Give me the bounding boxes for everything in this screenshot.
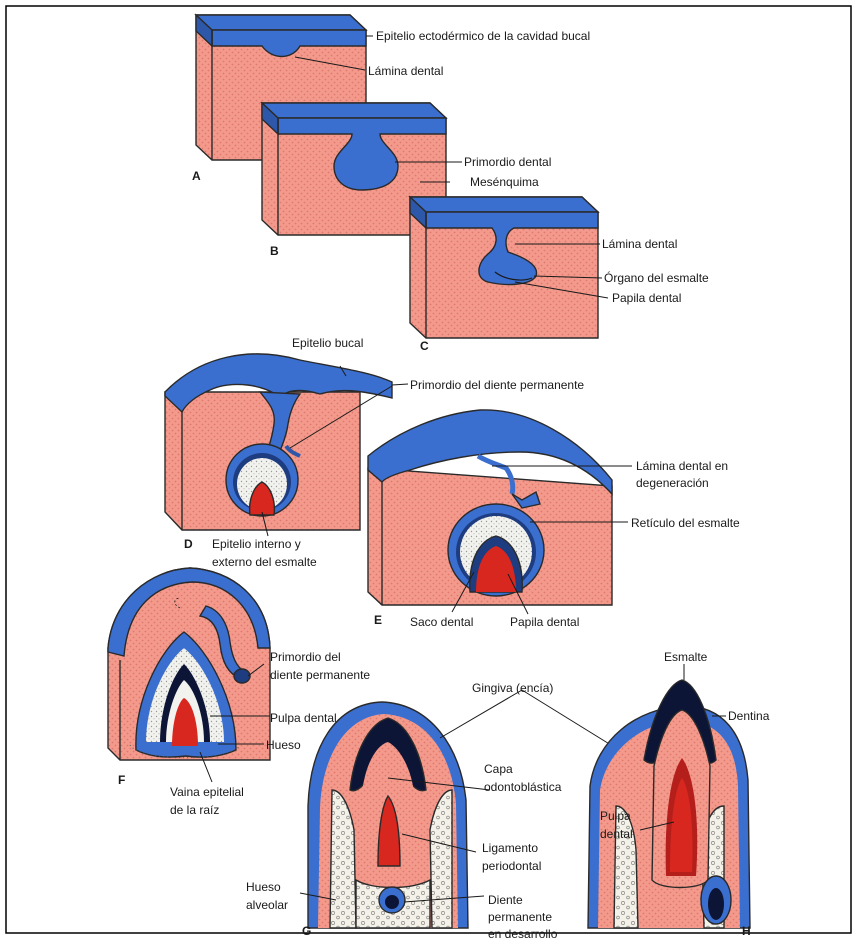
label-dentina: Dentina (728, 709, 770, 723)
panel-c: Lámina dental Órgano del esmalte Papila … (410, 197, 709, 353)
label-dental-h: dental (600, 827, 633, 841)
label-saco-dental: Saco dental (410, 615, 473, 629)
label-en-desarrollo: en desarrollo (488, 927, 558, 939)
label-papila-dental-c: Papila dental (612, 291, 681, 305)
label-papila-dental-e: Papila dental (510, 615, 579, 629)
label-permanente-g: permanente (488, 910, 552, 924)
label-capa: Capa (484, 762, 513, 776)
label-lamina-dental-a: Lámina dental (368, 64, 443, 78)
label-organo-esmalte: Órgano del esmalte (604, 270, 709, 285)
panel-letter-g: G (302, 924, 311, 938)
label-primordio-permanente: Primordio del diente permanente (410, 378, 584, 392)
panel-e: Lámina dental en degeneración Retículo d… (368, 410, 740, 629)
label-ligamento: Ligamento (482, 841, 538, 855)
panel-h: Esmalte Dentina Pulpa dental H (588, 650, 770, 938)
panel-letter-d: D (184, 537, 193, 551)
panel-letter-b: B (270, 244, 279, 258)
label-hueso-f: Hueso (266, 738, 301, 752)
label-de-la-raiz: de la raíz (170, 803, 219, 817)
label-esmalte: Esmalte (664, 650, 708, 664)
label-odontoblastica: odontoblástica (484, 780, 562, 794)
panel-letter-h: H (742, 924, 751, 938)
label-primordio-dental: Primordio dental (464, 155, 551, 169)
label-epitelio-bucal: Epitelio bucal (292, 336, 363, 350)
label-mesenquima: Mesénquima (470, 175, 539, 189)
label-epitelio-ectodermico: Epitelio ectodérmico de la cavidad bucal (376, 29, 590, 43)
panel-letter-a: A (192, 169, 201, 183)
label-alveolar: alveolar (246, 898, 288, 912)
panel-letter-e: E (374, 613, 382, 627)
label-epitelio-interno: Epitelio interno y (212, 537, 301, 551)
label-lamina-degeneracion: Lámina dental en (636, 459, 728, 473)
panel-letter-f: F (118, 773, 125, 787)
label-diente-g: Diente (488, 893, 523, 907)
label-degeneracion: degeneración (636, 476, 709, 490)
label-externo-esmalte: externo del esmalte (212, 555, 317, 569)
label-periodontal: periodontal (482, 859, 541, 873)
label-pulpa-h: Pulpa (600, 809, 631, 823)
label-lamina-dental-c: Lámina dental (602, 237, 677, 251)
panel-letter-c: C (420, 339, 429, 353)
label-pulpa-dental-f: Pulpa dental (270, 711, 337, 725)
label-diente-permanente-f: diente permanente (270, 668, 370, 682)
label-gingiva: Gingiva (encía) (472, 681, 553, 695)
label-hueso-g: Hueso (246, 880, 281, 894)
label-vaina-epitelial: Vaina epitelial (170, 785, 244, 799)
label-reticulo-esmalte: Retículo del esmalte (631, 516, 740, 530)
label-primordio-del: Primordio del (270, 650, 341, 664)
panel-a-epithelium-top (196, 15, 366, 30)
